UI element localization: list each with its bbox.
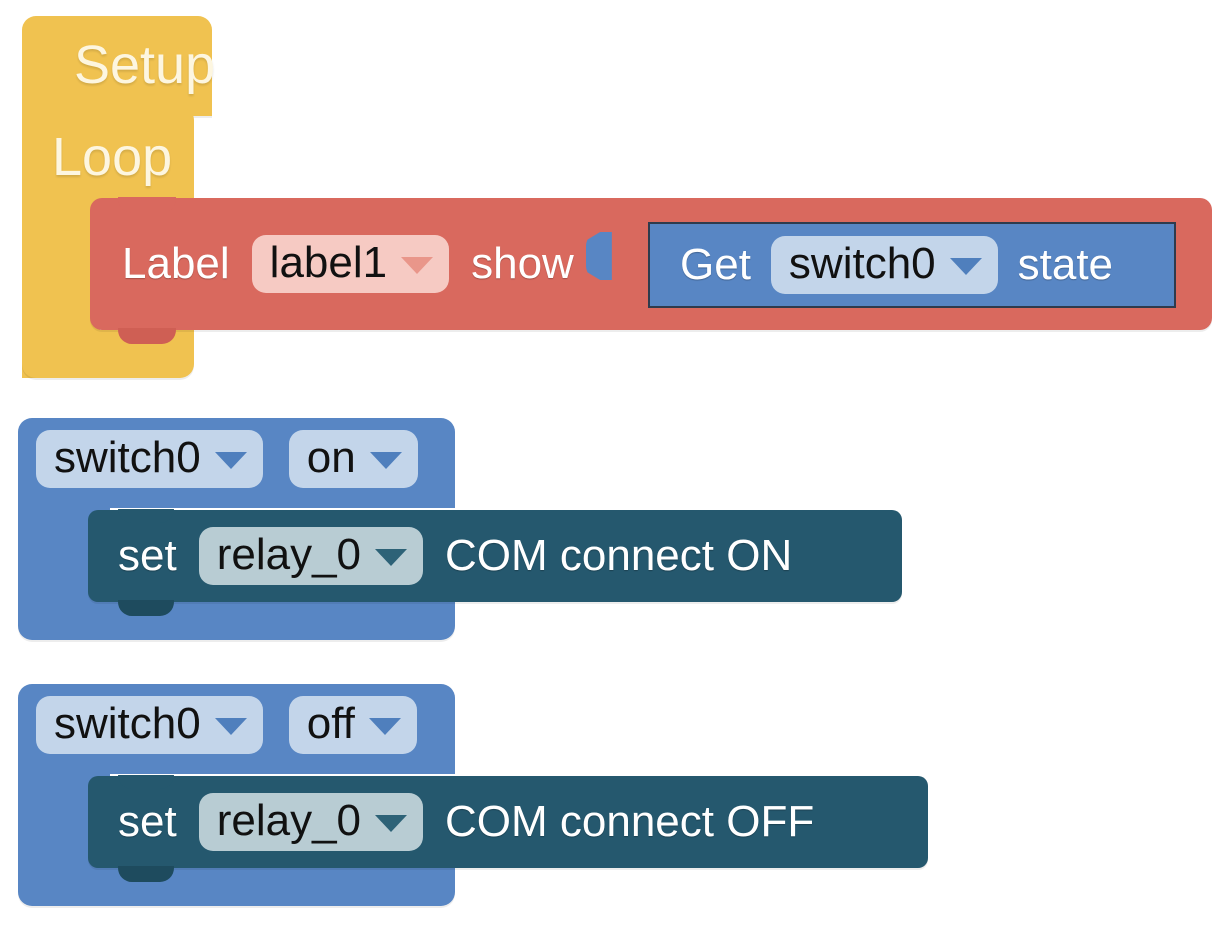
switch-off-event-fields: switch0 off: [36, 696, 417, 754]
switch-on-device-dropdown-value: switch0: [54, 433, 201, 482]
switch-on-state-dropdown-value: on: [306, 433, 356, 482]
label-target-dropdown-value: label1: [269, 238, 388, 287]
chevron-down-icon: [368, 714, 401, 735]
setup-block-label: Setup: [74, 35, 216, 95]
label-target-dropdown[interactable]: label1: [251, 235, 450, 293]
set-relay-off-prefix-label: set: [118, 797, 177, 846]
set-relay-off-block[interactable]: set relay_0 COM connect OFF: [88, 775, 928, 882]
block-top-notch: [118, 197, 176, 213]
label-show-action-label: show: [471, 239, 574, 288]
label-show-block-content: Label label1 show: [90, 198, 618, 330]
label-show-prefix-label: Label: [122, 239, 230, 288]
block-top-notch: [118, 509, 174, 523]
get-state-prefix-label: Get: [680, 240, 751, 289]
switch-off-device-dropdown-value: switch0: [54, 699, 201, 748]
switch-off-state-dropdown[interactable]: off: [288, 696, 417, 754]
chevron-down-icon: [369, 448, 402, 469]
get-state-suffix-label: state: [1017, 240, 1114, 289]
chevron-down-icon: [214, 714, 247, 735]
block-bottom-notch: [118, 600, 174, 616]
switch-on-state-dropdown[interactable]: on: [288, 430, 418, 488]
set-relay-off-target-dropdown-value: relay_0: [216, 796, 362, 845]
chevron-down-icon: [401, 253, 434, 274]
switch-on-device-dropdown[interactable]: switch0: [36, 430, 263, 488]
block-bottom-notch: [118, 866, 174, 882]
get-state-source-dropdown[interactable]: switch0: [770, 236, 998, 294]
set-relay-on-prefix-label: set: [118, 531, 177, 580]
chevron-down-icon: [214, 448, 247, 469]
switch-on-event-fields: switch0 on: [36, 430, 418, 488]
switch-off-event-header[interactable]: switch0 off: [18, 684, 455, 774]
loop-block-header[interactable]: Loop: [22, 108, 194, 206]
set-relay-on-target-dropdown-value: relay_0: [216, 530, 362, 579]
set-relay-off-target-dropdown[interactable]: relay_0: [198, 793, 424, 851]
switch-off-device-dropdown[interactable]: switch0: [36, 696, 263, 754]
switch-on-event-header[interactable]: switch0 on: [18, 418, 455, 508]
switch-off-state-dropdown-value: off: [306, 699, 355, 748]
get-switch-state-reporter-block[interactable]: Get switch0 state: [648, 222, 1176, 308]
setup-block[interactable]: Setup: [22, 16, 216, 116]
chevron-down-icon: [375, 545, 408, 566]
value-input-socket: [596, 198, 618, 330]
block-top-notch: [118, 775, 174, 789]
loop-block-label: Loop: [52, 127, 173, 187]
set-relay-on-target-dropdown[interactable]: relay_0: [198, 527, 424, 585]
set-relay-on-block[interactable]: set relay_0 COM connect ON: [88, 509, 902, 616]
chevron-down-icon: [949, 254, 982, 275]
get-state-source-dropdown-value: switch0: [788, 239, 936, 288]
block-bottom-notch: [118, 328, 176, 344]
chevron-down-icon: [375, 811, 408, 832]
set-relay-off-action-label: COM connect OFF: [445, 797, 815, 846]
set-relay-on-action-label: COM connect ON: [445, 531, 793, 580]
